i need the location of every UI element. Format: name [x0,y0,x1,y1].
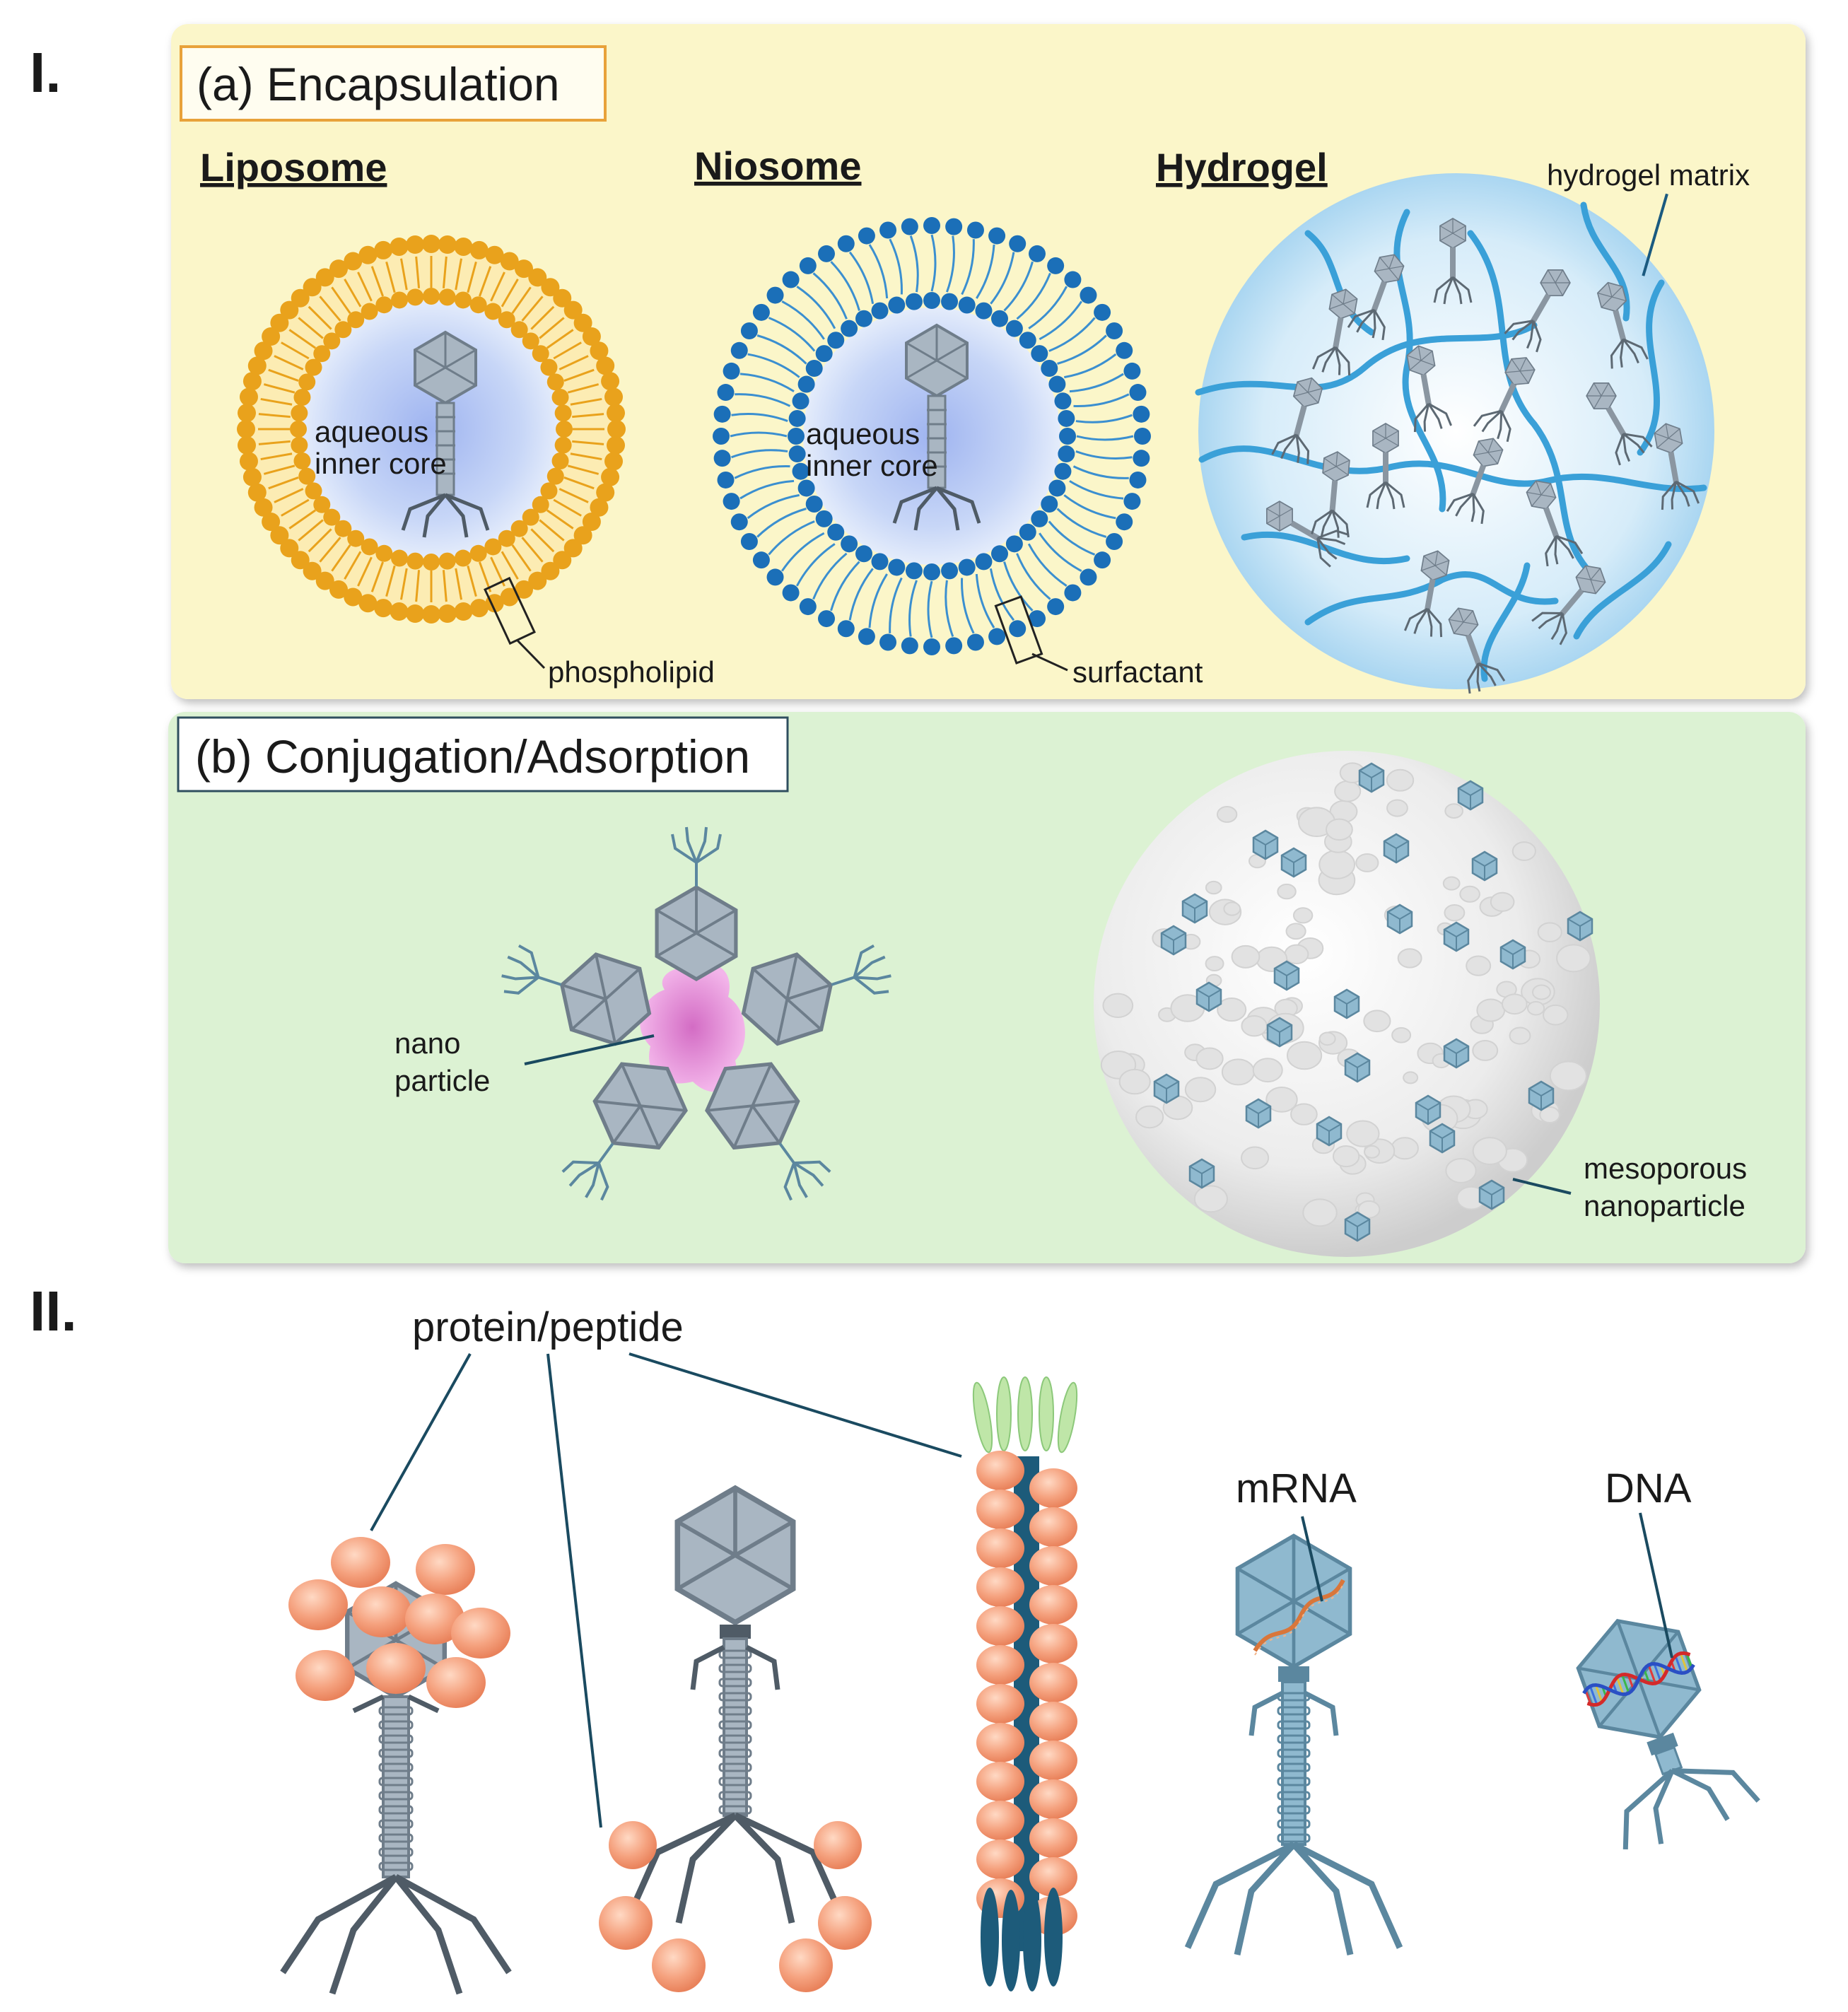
protein-head-phage-icon [280,1537,512,1995]
niosome-core-label-1: aqueous [806,417,920,450]
section-two-label: II. [30,1280,77,1343]
phospholipid-label: phospholipid [548,655,715,689]
section-one-label: I. [30,41,61,104]
hydrogel-matrix-label: hydrogel matrix [1547,158,1750,192]
conjugation-panel: (b) Conjugation/Adsorption nano particle… [168,712,1806,1263]
dna-icon [1582,1651,1695,1707]
niosome-heading: Niosome [694,144,862,188]
hydrogel-icon [1195,173,1714,695]
liposome-core-label-2: inner core [315,447,447,480]
nanoparticle-label-1: nano [394,1027,460,1060]
niosome-core-label-2: inner core [806,449,938,482]
phage-icon [401,331,490,538]
phage-icon [892,324,981,531]
mrna-icon [1253,1579,1345,1656]
protein-peptide-label: protein/peptide [412,1304,684,1350]
mesoporous-nanoparticle-icon [1094,751,1600,1257]
liposome-core-label-1: aqueous [315,415,428,448]
protein-leader-lines [370,1352,962,1828]
liposome-icon: aqueous inner core [237,235,626,669]
niosome-icon: aqueous inner core [713,217,1151,672]
dna-phage-icon [1576,1618,1760,1850]
nanoparticle-icon [501,826,891,1201]
mrna-label: mRNA [1236,1466,1357,1511]
mesoporous-label-2: nanoparticle [1584,1189,1745,1222]
conjugation-title: (b) Conjugation/Adsorption [195,730,750,783]
dna-label: DNA [1605,1466,1692,1511]
encapsulation-title: (a) Encapsulation [197,58,560,110]
nanoparticle-label-2: particle [394,1064,490,1097]
liposome-heading: Liposome [200,145,387,189]
filamentous-phage-icon [972,1376,1078,1991]
surfactant-label: surfactant [1072,655,1203,689]
mrna-phage-icon [1184,1516,1403,1955]
protein-tail-phage-icon [599,1488,872,1992]
hydrogel-heading: Hydrogel [1156,145,1328,189]
mesoporous-label-1: mesoporous [1584,1152,1747,1185]
encapsulation-panel: (a) Encapsulation Liposome aqueous inner… [171,24,1806,699]
